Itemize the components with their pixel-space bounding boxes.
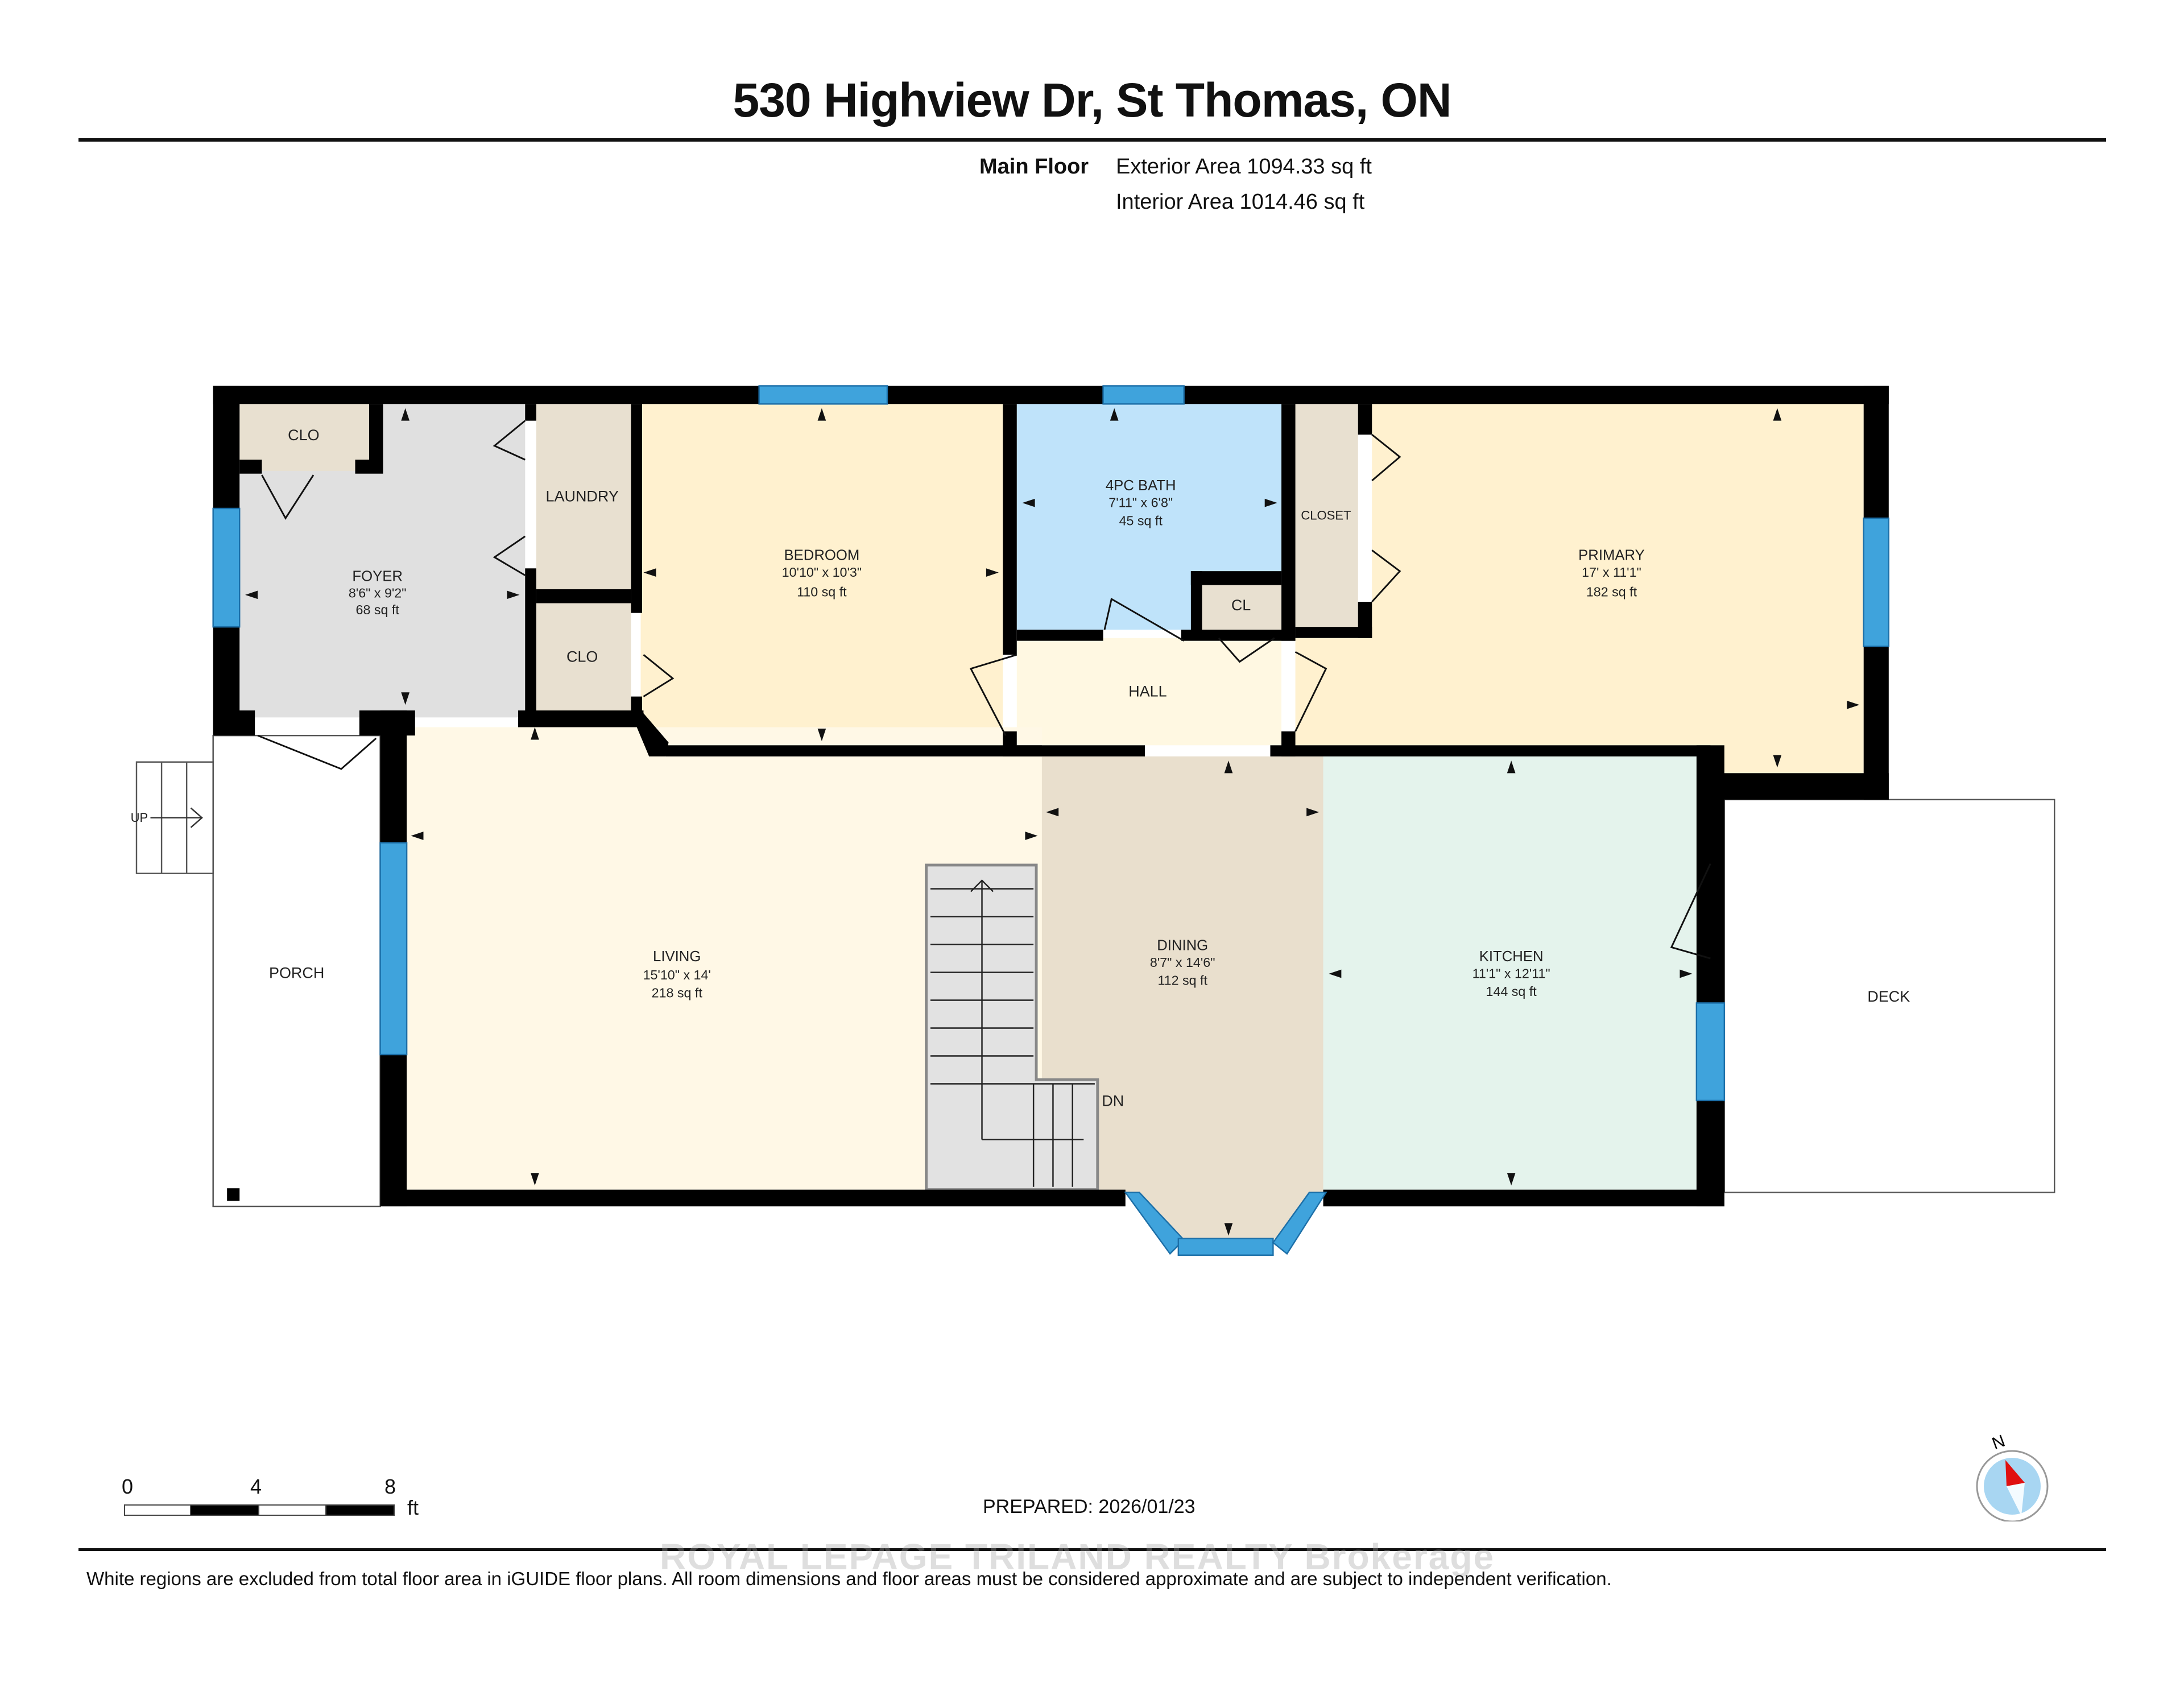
label-kitchen-name: KITCHEN bbox=[1479, 949, 1544, 965]
room-deck[interactable] bbox=[1723, 799, 2055, 1193]
label-bedroom-dims: 10'10" x 10'3" bbox=[782, 565, 862, 580]
scale-tick-0: 0 bbox=[122, 1475, 134, 1498]
room-closet[interactable] bbox=[1295, 404, 1358, 627]
label-primary-dims: 17' x 11'1" bbox=[1582, 565, 1641, 580]
label-hall: HALL bbox=[1128, 683, 1167, 700]
compass: N bbox=[1974, 1430, 2053, 1523]
scale-seg-3 bbox=[258, 1504, 326, 1516]
room-laundry[interactable] bbox=[536, 404, 631, 590]
label-closet: CLOSET bbox=[1301, 508, 1351, 523]
label-bedroom-area: 110 sq ft bbox=[797, 584, 847, 599]
room-primary[interactable] bbox=[1295, 404, 1864, 774]
label-bath-dims: 7'11" x 6'8" bbox=[1108, 495, 1173, 510]
label-kitchen-dims: 11'1" x 12'11" bbox=[1472, 966, 1550, 981]
room-hall[interactable] bbox=[1016, 638, 1282, 746]
room-kitchen[interactable] bbox=[1323, 756, 1697, 1190]
exterior-area: Exterior Area 1094.33 sq ft bbox=[1116, 155, 1372, 179]
room-porch[interactable] bbox=[212, 734, 381, 1208]
label-foyer-area: 68 sq ft bbox=[356, 602, 400, 617]
scale-seg-4 bbox=[325, 1504, 395, 1516]
doors[interactable] bbox=[257, 420, 1711, 960]
prepared-date: PREPARED: 2026/01/23 bbox=[983, 1496, 1196, 1518]
windows bbox=[212, 385, 1890, 1256]
scale-seg-1 bbox=[124, 1504, 191, 1516]
title-divider bbox=[78, 138, 2106, 142]
label-stairs-down: DN bbox=[1102, 1093, 1124, 1110]
page-title: 530 Highview Dr, St Thomas, ON bbox=[733, 73, 1451, 127]
scale-seg-2 bbox=[190, 1504, 259, 1516]
room-cl[interactable] bbox=[1202, 585, 1282, 630]
label-porch: PORCH bbox=[269, 964, 324, 981]
label-primary-name: PRIMARY bbox=[1578, 548, 1645, 564]
scale-tick-4: 4 bbox=[250, 1475, 262, 1498]
compass-icon: N bbox=[1976, 1432, 2049, 1523]
label-stairs-up: UP bbox=[131, 811, 148, 825]
room-clo-laundry[interactable] bbox=[536, 603, 631, 712]
label-deck: DECK bbox=[1867, 988, 1910, 1005]
room-dining[interactable] bbox=[1041, 756, 1323, 1243]
label-living-name: LIVING bbox=[653, 949, 701, 965]
label-dining-name: DINING bbox=[1157, 937, 1208, 953]
dimension-arrows bbox=[245, 408, 1860, 1236]
interior-area: Interior Area 1014.46 sq ft bbox=[1116, 190, 1365, 214]
scale-unit: ft bbox=[407, 1496, 419, 1519]
stairs-up[interactable] bbox=[135, 761, 214, 874]
floor-label: Main Floor bbox=[979, 155, 1089, 179]
room-labels: CLO FOYER 8'6" x 9'2" 68 sq ft LAUNDRY C… bbox=[131, 427, 1910, 1110]
label-living-area: 218 sq ft bbox=[652, 986, 703, 1000]
label-laundry: LAUNDRY bbox=[546, 488, 619, 505]
scale-tick-8: 8 bbox=[384, 1475, 396, 1498]
compass-north-label: N bbox=[1989, 1432, 2008, 1453]
label-bedroom-name: BEDROOM bbox=[784, 548, 859, 564]
label-bath-name: 4PC BATH bbox=[1106, 478, 1176, 494]
label-primary-area: 182 sq ft bbox=[1586, 584, 1637, 599]
room-bedroom[interactable] bbox=[640, 404, 1003, 746]
label-bath-area: 45 sq ft bbox=[1119, 513, 1163, 528]
watermark: ROYAL LEPAGE TRILAND REALTY Brokerage bbox=[660, 1536, 1495, 1577]
label-foyer-dims: 8'6" x 9'2" bbox=[349, 586, 407, 601]
label-living-dims: 15'10" x 14' bbox=[643, 967, 711, 982]
disclaimer: White regions are excluded from total fl… bbox=[86, 1568, 1612, 1589]
label-foyer-name: FOYER bbox=[352, 568, 403, 584]
label-dining-dims: 8'7" x 14'6" bbox=[1150, 955, 1215, 970]
label-cl: CL bbox=[1231, 597, 1251, 614]
label-kitchen-area: 144 sq ft bbox=[1486, 984, 1537, 999]
label-clo-laundry: CLO bbox=[566, 648, 598, 665]
label-clo-foyer: CLO bbox=[288, 427, 319, 444]
footer-divider bbox=[78, 1548, 2106, 1551]
label-dining-area: 112 sq ft bbox=[1157, 973, 1207, 988]
